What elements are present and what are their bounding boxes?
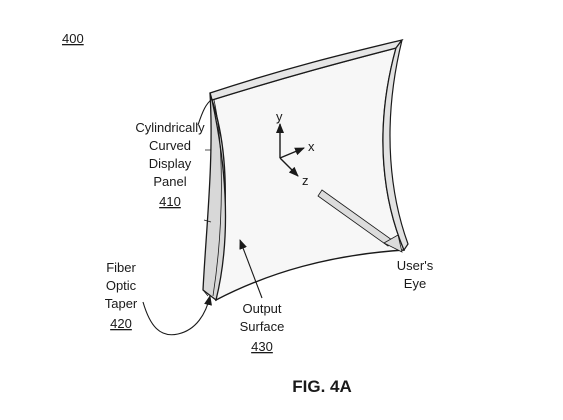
display-panel-line-2: Curved	[149, 138, 191, 153]
fiber-taper-line-3: Taper	[105, 296, 138, 311]
output-surface-leader	[239, 239, 263, 299]
display-panel-label: Cylindrically Curved Display Panel 410	[135, 98, 213, 209]
panel-right-edge	[382, 39, 409, 252]
fiber-taper-line-2: Optic	[106, 278, 137, 293]
x-axis-label: x	[308, 139, 315, 154]
display-panel-line-1: Cylindrically	[135, 120, 205, 135]
display-panel-leader	[197, 98, 213, 126]
fiber-taper-leader	[142, 295, 212, 336]
display-panel-line-3: Display	[149, 156, 192, 171]
taper-edge-lines	[202, 149, 212, 297]
curved-display-panel	[202, 38, 409, 302]
beam-head	[383, 234, 403, 253]
users-eye-label: User's Eye	[397, 258, 434, 291]
fiber-taper-ref: 420	[110, 316, 132, 331]
display-panel-ref: 410	[159, 194, 181, 209]
figure-caption: FIG. 4A	[292, 377, 352, 396]
output-surface-ref: 430	[251, 339, 273, 354]
y-axis-label: y	[276, 109, 283, 124]
coordinate-axes: y x z	[276, 109, 315, 188]
figure-ref: 400	[62, 31, 84, 46]
fiber-taper-label: Fiber Optic Taper 420	[105, 260, 212, 336]
z-axis-label: z	[302, 173, 309, 188]
output-surface-label: Output Surface 430	[239, 239, 285, 354]
x-axis-line	[279, 147, 305, 159]
output-surface-line-2: Surface	[240, 319, 285, 334]
z-axis-line	[279, 157, 299, 177]
display-panel-line-4: Panel	[153, 174, 186, 189]
fiber-taper-line-1: Fiber	[106, 260, 136, 275]
users-eye-line-1: User's	[397, 258, 434, 273]
users-eye-line-2: Eye	[404, 276, 426, 291]
output-surface-line-1: Output	[242, 301, 281, 316]
curvature-line	[212, 99, 222, 297]
light-beam-arrow	[317, 189, 403, 253]
